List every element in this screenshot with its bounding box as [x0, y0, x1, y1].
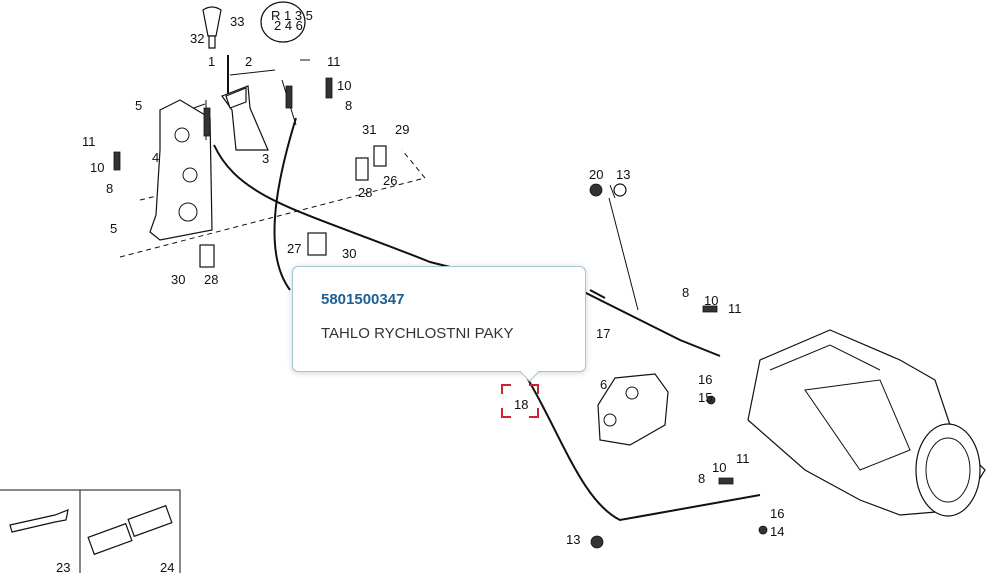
callout-28: 28 — [358, 185, 372, 200]
part-tooltip: 5801500347 TAHLO RYCHLOSTNI PAKY — [292, 266, 586, 382]
callout-33: 33 — [230, 14, 244, 29]
callout-11: 11 — [327, 54, 341, 69]
callout-11: 11 — [82, 134, 96, 149]
callout-8: 8 — [106, 181, 113, 196]
callout-8: 8 — [682, 285, 689, 300]
leader-lines — [119, 59, 639, 311]
callout-3: 3 — [262, 151, 269, 166]
gearbox-bracket — [597, 373, 669, 446]
callout-26: 26 — [383, 173, 397, 188]
springs — [113, 77, 734, 485]
callout-11: 11 — [728, 301, 742, 316]
callout-10: 10 — [704, 293, 718, 308]
callout-18: 18 — [514, 397, 528, 412]
tooltip-part-number[interactable]: 5801500347 — [321, 291, 405, 308]
pedal-bracket — [149, 99, 213, 241]
callout-31: 31 — [362, 122, 376, 137]
shift-pattern-plate: R 1 3 5 2 4 6 — [260, 1, 313, 43]
clips — [199, 145, 768, 549]
callout-10: 10 — [712, 460, 726, 475]
part-18-hotspot[interactable] — [501, 384, 539, 418]
callout-8: 8 — [345, 98, 352, 113]
callout-13: 13 — [616, 167, 630, 182]
callout-20: 20 — [589, 167, 603, 182]
shift-pattern-row2: 2 4 6 — [274, 18, 303, 33]
callout-11: 11 — [736, 451, 750, 466]
callout-5: 5 — [110, 221, 117, 236]
shift-cables — [213, 117, 761, 522]
callout-15: 15 — [698, 390, 712, 405]
gear-knob-icon — [202, 6, 222, 49]
inset-boxes — [0, 489, 181, 573]
callout-28: 28 — [204, 272, 218, 287]
callout-16: 16 — [770, 506, 784, 521]
tooltip-description: TAHLO RYCHLOSTNI PAKY — [321, 325, 514, 342]
callout-2: 2 — [245, 54, 252, 69]
callout-23: 23 — [56, 560, 70, 573]
shift-lever-bracket — [221, 55, 269, 151]
callout-5: 5 — [135, 98, 142, 113]
callout-29: 29 — [395, 122, 409, 137]
callout-10: 10 — [90, 160, 104, 175]
callout-14: 14 — [770, 524, 784, 539]
shift-pattern-row1: R 1 3 5 — [271, 8, 313, 23]
callout-24: 24 — [160, 560, 174, 573]
callout-1: 1 — [208, 54, 215, 69]
callout-labels: 33 32 1 2 11 10 8 5 11 4 10 8 3 31 29 26… — [56, 14, 784, 573]
callout-16: 16 — [698, 372, 712, 387]
callout-4: 4 — [152, 150, 159, 165]
gearbox — [747, 329, 986, 517]
callout-10: 10 — [337, 78, 351, 93]
callout-32: 32 — [190, 31, 204, 46]
callout-30: 30 — [342, 246, 356, 261]
callout-6: 6 — [600, 377, 607, 392]
callout-8: 8 — [698, 471, 705, 486]
callout-27: 27 — [287, 241, 301, 256]
callout-30: 30 — [171, 272, 185, 287]
callout-17: 17 — [596, 326, 610, 341]
callout-13: 13 — [566, 532, 580, 547]
